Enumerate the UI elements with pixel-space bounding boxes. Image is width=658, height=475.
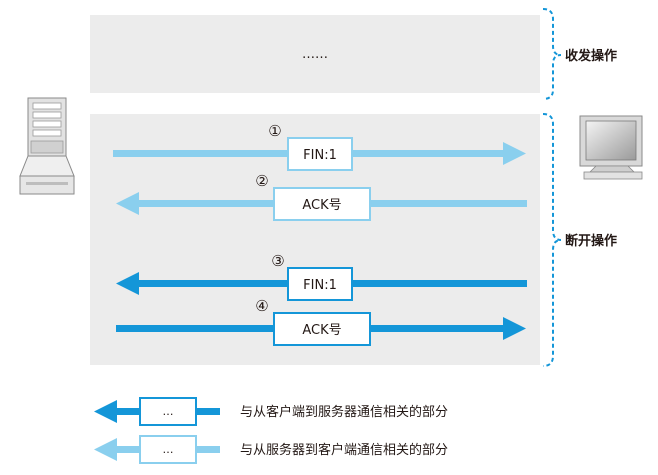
- step-3-label-box: [287, 267, 353, 301]
- step-1-label-box: [287, 137, 353, 171]
- step-4-label-box: [273, 312, 371, 346]
- legend-light-sample: [94, 435, 220, 464]
- legend-light-text: 与从服务器到客户端通信相关的部分: [240, 442, 448, 458]
- desktop-computer-icon: [579, 115, 643, 180]
- step-2-label: ACK号: [302, 198, 341, 213]
- step-4-label: ACK号: [302, 323, 341, 338]
- send-receive-ellipsis: ……: [302, 47, 328, 62]
- step-3-label: FIN:1: [303, 278, 337, 293]
- server-tower-icon: [19, 97, 75, 195]
- legend-dark-text: 与从客户端到服务器通信相关的部分: [240, 404, 448, 420]
- send-receive-label: 收发操作: [565, 48, 617, 64]
- step-1-number: ①: [268, 122, 281, 140]
- legend-dark-sample-text: …: [163, 405, 174, 418]
- send-receive-panel: [90, 15, 540, 93]
- step-2-number: ②: [255, 172, 268, 190]
- disconnect-bracket: [542, 113, 562, 367]
- legend-dark-sample: [94, 397, 220, 426]
- step-1-label: FIN:1: [303, 148, 337, 163]
- step-4-number: ④: [255, 297, 268, 315]
- send-receive-bracket: [542, 8, 562, 100]
- disconnect-label: 断开操作: [565, 233, 617, 249]
- legend-light-sample-text: …: [163, 443, 174, 456]
- step-2-label-box: [273, 187, 371, 221]
- step-3-number: ③: [271, 252, 284, 270]
